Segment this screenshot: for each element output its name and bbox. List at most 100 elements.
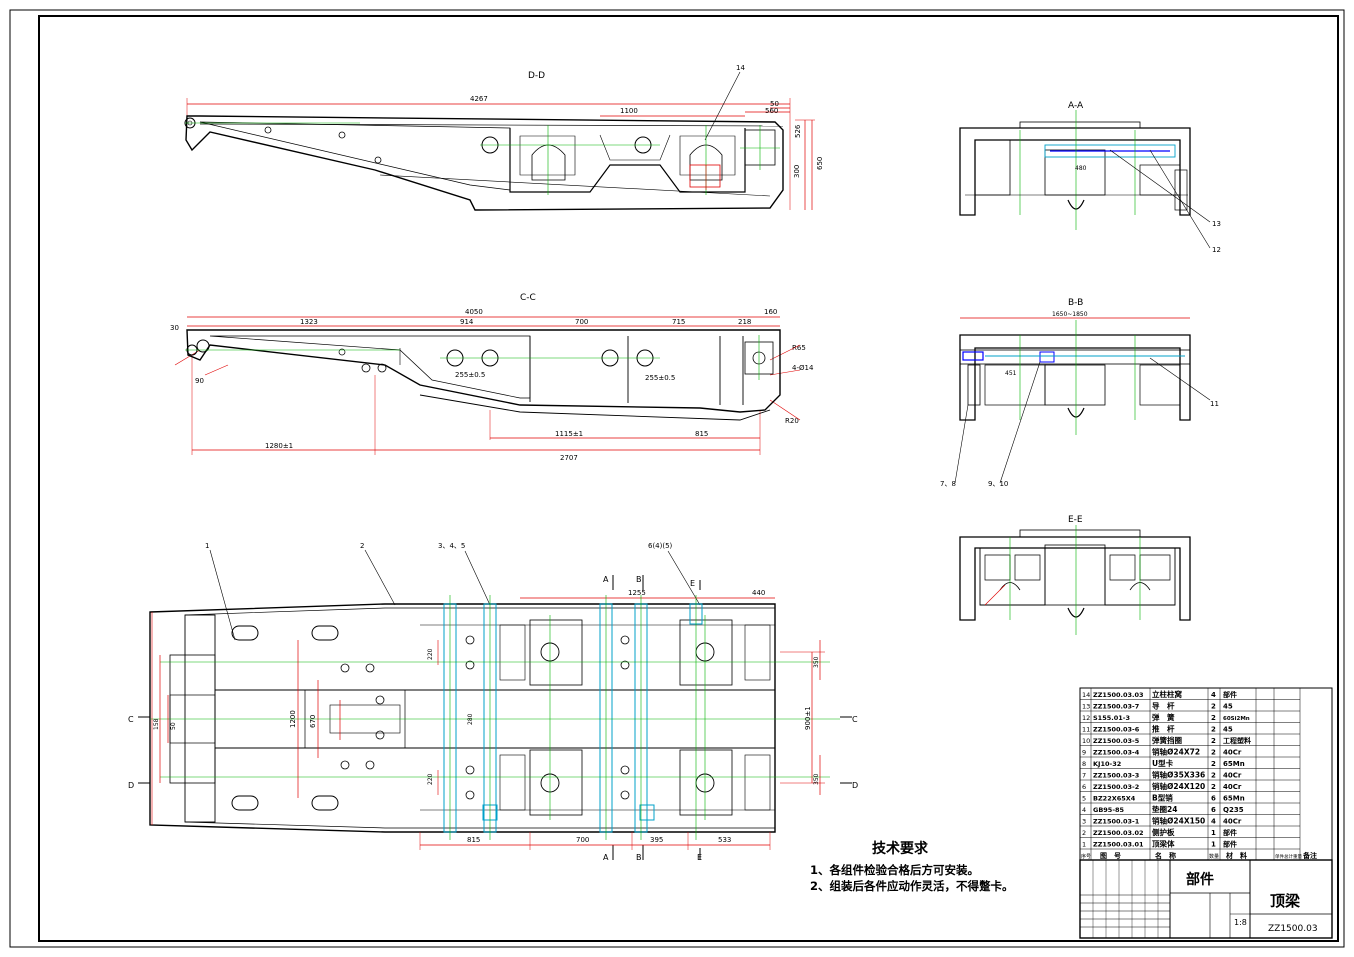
bom-row-code: ZZ1500.03-3 xyxy=(1093,772,1139,780)
bom-header-code: 图 号 xyxy=(1100,851,1121,860)
svg-text:90: 90 xyxy=(195,377,204,385)
bom-row-material: 部件 xyxy=(1223,690,1237,699)
svg-text:914: 914 xyxy=(460,318,474,326)
svg-text:815: 815 xyxy=(695,430,708,438)
bom-row-no: 6 xyxy=(1082,783,1086,791)
bom-row-name: 导 杆 xyxy=(1152,701,1175,711)
svg-text:670: 670 xyxy=(309,715,317,728)
bom-row-no: 12 xyxy=(1082,714,1090,722)
bom-row-no: 2 xyxy=(1082,829,1086,837)
svg-text:D: D xyxy=(852,781,858,790)
bom-row-qty: 4 xyxy=(1211,818,1216,826)
svg-text:560: 560 xyxy=(765,107,778,115)
svg-text:440: 440 xyxy=(752,589,765,597)
svg-text:650: 650 xyxy=(816,157,824,170)
svg-text:255±0.5: 255±0.5 xyxy=(645,374,675,382)
bom-row-no: 13 xyxy=(1082,703,1090,711)
bom-header-name: 名 称 xyxy=(1155,851,1176,860)
svg-text:D: D xyxy=(128,781,134,790)
svg-text:715: 715 xyxy=(672,318,685,326)
svg-text:2: 2 xyxy=(360,542,364,550)
svg-text:350: 350 xyxy=(813,773,820,785)
bom-row-material: 工程塑料 xyxy=(1223,736,1251,745)
svg-text:6(4)(5): 6(4)(5) xyxy=(648,542,673,550)
bom-row-material: 40Cr xyxy=(1223,749,1242,757)
bom-row-name: 顶梁体 xyxy=(1152,839,1175,849)
svg-text:4267: 4267 xyxy=(470,95,488,103)
bom-row-qty: 1 xyxy=(1211,829,1216,837)
tech-note-1: 1、各组件检验合格后方可安装。 xyxy=(810,863,979,877)
bom-row-name: U型卡 xyxy=(1152,758,1174,768)
bom-row-material: 65Mn xyxy=(1223,795,1245,803)
svg-text:3、4、5: 3、4、5 xyxy=(438,542,465,550)
bom-row-no: 9 xyxy=(1082,749,1086,757)
svg-text:11: 11 xyxy=(1210,400,1219,408)
bom-row-material: 45 xyxy=(1223,726,1233,734)
view-label-aa: A-A xyxy=(1068,101,1084,111)
svg-text:B: B xyxy=(636,575,642,584)
bom-row-material: 60Si2Mn xyxy=(1223,716,1250,722)
bom-row-qty: 2 xyxy=(1211,749,1216,757)
bom-row-code: ZZ1500.03.02 xyxy=(1093,829,1144,837)
svg-text:533: 533 xyxy=(718,836,731,844)
bom-row-name: 垫圈24 xyxy=(1152,804,1177,814)
svg-text:350: 350 xyxy=(813,656,820,668)
view-bb: B-B 1650~1850 451 11 7、8 9、10 xyxy=(940,298,1219,488)
bom-row-code: ZZ1500.03-7 xyxy=(1093,703,1139,711)
svg-text:13: 13 xyxy=(1212,220,1221,228)
title-scale: 1:8 xyxy=(1234,918,1247,927)
bom-row-qty: 6 xyxy=(1211,806,1216,814)
svg-text:R20: R20 xyxy=(785,417,799,425)
bom-row-no: 1 xyxy=(1082,841,1086,849)
bom-row-material: 40Cr xyxy=(1223,818,1242,826)
view-cc: C-C 4050 1323 914 700 715 218 160 1280±1… xyxy=(170,293,814,462)
bom-row-qty: 2 xyxy=(1211,726,1216,734)
svg-text:C: C xyxy=(852,715,858,724)
tech-note-2: 2、组装后各件应动作灵活，不得蹩卡。 xyxy=(810,879,1014,893)
svg-text:1650~1850: 1650~1850 xyxy=(1052,311,1088,318)
view-label-ee: E-E xyxy=(1068,515,1083,525)
view-label-cc: C-C xyxy=(520,293,536,303)
bom-row-qty: 2 xyxy=(1211,714,1216,722)
svg-text:2707: 2707 xyxy=(560,454,578,462)
bom-row-qty: 4 xyxy=(1211,691,1216,699)
title-part-type: 部件 xyxy=(1186,871,1214,888)
bom-row-material: 40Cr xyxy=(1223,772,1242,780)
bom-header-weight: 单件总计重量 xyxy=(1275,853,1302,860)
bom-row-name: 弹簧挡圈 xyxy=(1152,735,1182,745)
svg-text:R65: R65 xyxy=(792,344,806,352)
title-block: 部件 顶梁 1:8 ZZ1500.03 xyxy=(1079,859,1333,939)
bom-row-code: ZZ1500.03-4 xyxy=(1093,749,1140,757)
bom-header-material: 材 料 xyxy=(1225,851,1247,860)
svg-text:480: 480 xyxy=(1075,165,1087,172)
bom-row-qty: 1 xyxy=(1211,841,1216,849)
view-ee: E-E xyxy=(959,515,1191,635)
svg-text:451: 451 xyxy=(1005,370,1017,377)
bom-row-material: 部件 xyxy=(1223,840,1237,849)
svg-text:E: E xyxy=(690,579,695,588)
inner-border xyxy=(38,15,1339,942)
svg-text:1: 1 xyxy=(205,542,209,550)
bom-row-material: 45 xyxy=(1223,703,1233,711)
bom-header-no: 序号 xyxy=(1081,853,1091,860)
bom-row-name: 销轴Ø24X120 xyxy=(1152,781,1205,791)
bom-row-name: 销轴Ø24X72 xyxy=(1152,747,1200,757)
bom-row-material: 40Cr xyxy=(1223,783,1242,791)
svg-text:300: 300 xyxy=(793,165,801,178)
svg-text:9、10: 9、10 xyxy=(988,480,1008,488)
svg-text:A: A xyxy=(603,575,609,584)
bom-row-code: ZZ1500.03-2 xyxy=(1093,783,1139,791)
bom-row-name: 销轴Ø35X336 xyxy=(1152,770,1205,780)
bom-row-name: 侧护板 xyxy=(1152,827,1175,837)
bom-row-no: 7 xyxy=(1082,772,1086,780)
svg-text:4-Ø14: 4-Ø14 xyxy=(792,364,814,372)
svg-text:815: 815 xyxy=(467,836,480,844)
svg-text:1280±1: 1280±1 xyxy=(265,442,293,450)
svg-text:B: B xyxy=(636,853,642,862)
svg-text:160: 160 xyxy=(764,308,777,316)
bom-row-code: ZZ1500.03.01 xyxy=(1093,841,1144,849)
bom-row-material: 65Mn xyxy=(1223,760,1245,768)
title-part-name: 顶梁 xyxy=(1270,892,1301,910)
bom-row-no: 4 xyxy=(1082,806,1086,814)
